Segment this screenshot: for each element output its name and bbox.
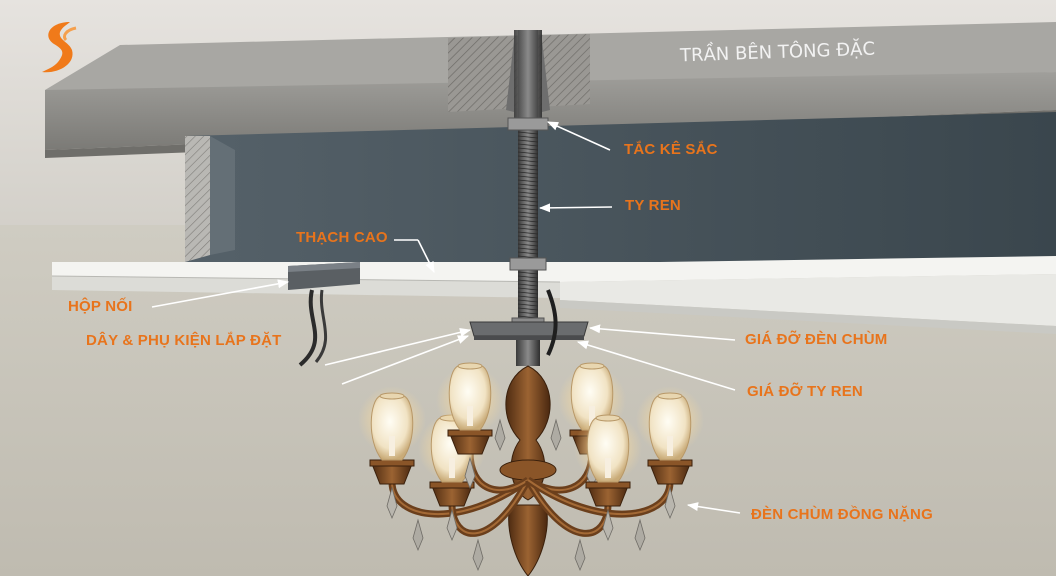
arrow-den-chum — [686, 502, 741, 514]
junction-box — [288, 262, 360, 367]
arrow-gia-do-ty-ren — [576, 340, 736, 391]
brass-chandelier — [358, 362, 704, 576]
arrow-day-phu-kien — [324, 328, 472, 366]
label-day-phu-kien: DÂY & PHỤ KIỆN LẮP ĐẶT — [86, 332, 282, 349]
chandelier-bracket — [469, 289, 589, 366]
label-den-chum: ĐÈN CHÙM ĐỒNG NẶNG — [751, 506, 933, 523]
arrow-tac-ke-sac — [546, 121, 611, 151]
arrow-day-phu-kien-2 — [341, 335, 470, 385]
s-swirl-logo-icon — [42, 22, 77, 73]
label-ty-ren: TY REN — [625, 197, 681, 214]
label-tac-ke-sac: TẮC KÊ SẮC — [624, 141, 718, 158]
arrow-ty-ren — [538, 203, 613, 213]
label-gia-do-den-chum: GIÁ ĐỠ ĐÈN CHÙM — [745, 331, 888, 348]
label-thach-cao: THẠCH CAO — [296, 229, 388, 246]
label-hop-noi: HỘP NỐI — [68, 298, 133, 315]
ceiling-cavity — [185, 112, 1056, 268]
arrow-gia-do-den-chum — [588, 324, 736, 341]
label-gia-do-ty-ren: GIÁ ĐỠ TY REN — [747, 383, 863, 400]
arrow-hop-noi — [151, 279, 290, 308]
arrow-thach-cao-2 — [417, 239, 435, 274]
threaded-rod — [506, 30, 550, 360]
leader-lines — [151, 121, 741, 514]
